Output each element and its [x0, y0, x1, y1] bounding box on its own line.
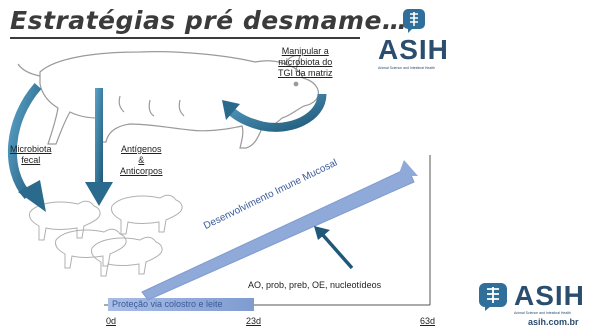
title-underline	[10, 37, 360, 39]
slide-title: Estratégias pré desmame…	[10, 6, 408, 35]
logo-bottom-tagline: Animal Science and Intestinal Health	[514, 311, 572, 315]
label-microbiota-line2: fecal	[21, 155, 41, 165]
label-microbiota: Microbiota fecal	[10, 144, 52, 166]
logo-top-text: ASIH	[378, 34, 449, 65]
curved-arrow-icon	[7, 83, 42, 200]
label-manipular-line3: TGI da matriz	[278, 68, 333, 78]
logo-bottom-text: ASIH	[514, 280, 585, 311]
label-manipular: Manipular a microbiota do TGI da matriz	[278, 46, 333, 79]
label-protecao: Proteção via colostro e leite	[112, 299, 223, 309]
logo-top: ASIH Animal Science and Intestinal Healt…	[378, 8, 458, 78]
logo-top-tagline: Animal Science and Intestinal Health	[378, 66, 436, 70]
logo-bottom: ASIH Animal Science and Intestinal Healt…	[476, 278, 602, 332]
piglets-outline	[29, 194, 183, 277]
logo-top-icon	[403, 9, 425, 33]
label-manipular-line2: microbiota do	[278, 57, 333, 67]
label-antigenos-line3: Anticorpos	[120, 166, 163, 176]
logo-bottom-url[interactable]: asih.com.br	[528, 317, 579, 327]
logo-bottom-icon	[479, 283, 507, 311]
label-antigenos: Antígenos & Anticorpos	[120, 144, 163, 177]
axis-tick-0d: 0d	[106, 316, 117, 326]
sow-outline	[17, 51, 319, 149]
label-microbiota-line1: Microbiota	[10, 144, 52, 154]
label-antigenos-line2: &	[138, 155, 145, 165]
axis-tick-23d: 23d	[246, 316, 262, 326]
axis-tick-63d: 63d	[420, 316, 436, 326]
label-manipular-line1: Manipular a	[281, 46, 329, 56]
label-ao: AO, prob, preb, OE, nucleotídeos	[248, 280, 382, 290]
label-antigenos-line1: Antígenos	[121, 144, 162, 154]
